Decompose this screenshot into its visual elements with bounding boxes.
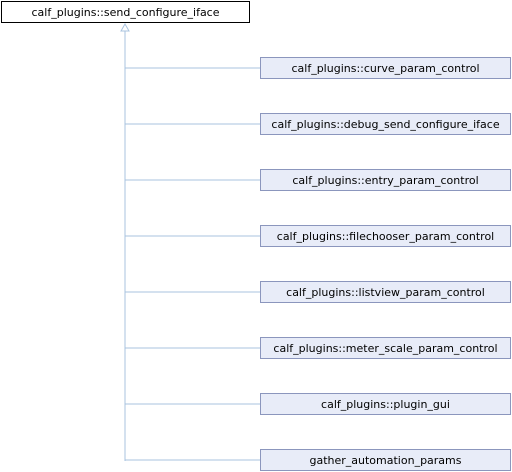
derived-class-label: calf_plugins::plugin_gui	[321, 397, 450, 411]
derived-class-label: gather_automation_params	[309, 453, 462, 467]
derived-class-label: calf_plugins::filechooser_param_control	[276, 229, 495, 243]
derived-class-label: calf_plugins::listview_param_control	[286, 285, 485, 299]
derived-class-label: calf_plugins::entry_param_control	[292, 173, 479, 187]
derived-class-listview-param-control[interactable]: calf_plugins::listview_param_control	[260, 281, 511, 303]
derived-class-curve-param-control[interactable]: calf_plugins::curve_param_control	[260, 57, 511, 79]
base-class-node[interactable]: calf_plugins::send_configure_iface	[1, 1, 250, 23]
derived-class-plugin-gui[interactable]: calf_plugins::plugin_gui	[260, 393, 511, 415]
derived-class-meter-scale-param-control[interactable]: calf_plugins::meter_scale_param_control	[260, 337, 511, 359]
derived-class-label: calf_plugins::debug_send_configure_iface	[271, 117, 500, 131]
derived-class-filechooser-param-control[interactable]: calf_plugins::filechooser_param_control	[260, 225, 511, 247]
derived-class-gather-automation-params[interactable]: gather_automation_params	[260, 449, 511, 471]
inheritance-arrowhead-icon	[120, 22, 130, 32]
derived-class-debug-send-configure-iface[interactable]: calf_plugins::debug_send_configure_iface	[260, 113, 511, 135]
derived-class-label: calf_plugins::curve_param_control	[291, 61, 480, 75]
base-class-label: calf_plugins::send_configure_iface	[31, 5, 220, 19]
derived-class-entry-param-control[interactable]: calf_plugins::entry_param_control	[260, 169, 511, 191]
derived-class-label: calf_plugins::meter_scale_param_control	[273, 341, 498, 355]
